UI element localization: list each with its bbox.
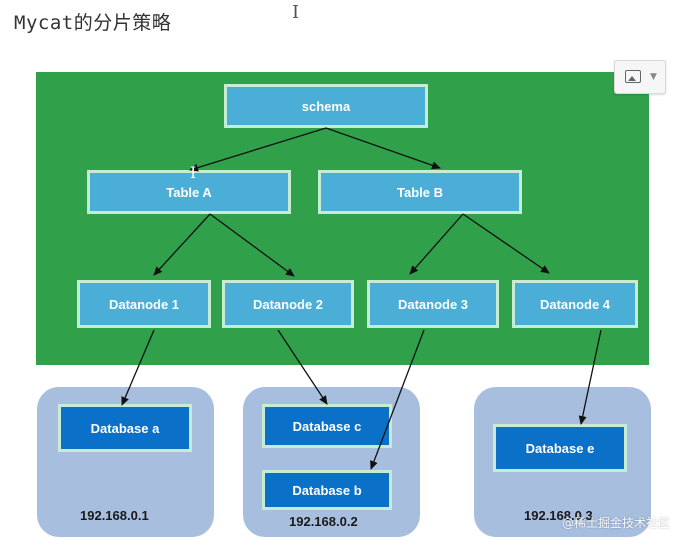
table-a-node: Table A [87, 170, 291, 214]
arrow-datanode-2-to-database-c [277, 329, 328, 405]
datanode-4: Datanode 4 [512, 280, 638, 328]
arrow-datanode-3-to-database-b [370, 329, 425, 470]
datanode-2: Datanode 2 [222, 280, 354, 328]
host-ip-2: 192.168.0.2 [289, 514, 358, 529]
arrow-table-a-to-datanode-1 [153, 213, 211, 276]
page-title: Mycat的分片策略 [14, 12, 172, 34]
database-c: Database c [262, 404, 392, 448]
arrow-datanode-1-to-database-a [121, 329, 155, 406]
mouse-cursor-icon: I [190, 163, 197, 182]
watermark: @稀土掘金技术社区 [561, 516, 670, 530]
host-ip-3: 192.168.0.3 [524, 508, 593, 523]
chevron-down-icon: ▼ [650, 72, 657, 82]
table-b-node: Table B [318, 170, 522, 214]
datanode-3: Datanode 3 [367, 280, 499, 328]
database-e: Database e [493, 424, 627, 472]
arrow-table-b-to-datanode-3 [409, 213, 464, 275]
text-cursor-icon: I [292, 2, 300, 23]
image-icon [625, 70, 641, 83]
arrow-datanode-4-to-database-e [578, 329, 602, 425]
schema-node: schema [224, 84, 428, 128]
host-ip-1: 192.168.0.1 [80, 508, 149, 523]
image-options-button[interactable]: ▼ [614, 60, 666, 94]
arrow-table-a-to-datanode-2 [209, 213, 295, 277]
datanode-1: Datanode 1 [77, 280, 211, 328]
arrow-schema-to-table-a [189, 127, 327, 172]
database-b: Database b [262, 470, 392, 510]
arrow-table-b-to-datanode-4 [462, 213, 550, 274]
arrow-schema-to-table-b [325, 127, 441, 170]
